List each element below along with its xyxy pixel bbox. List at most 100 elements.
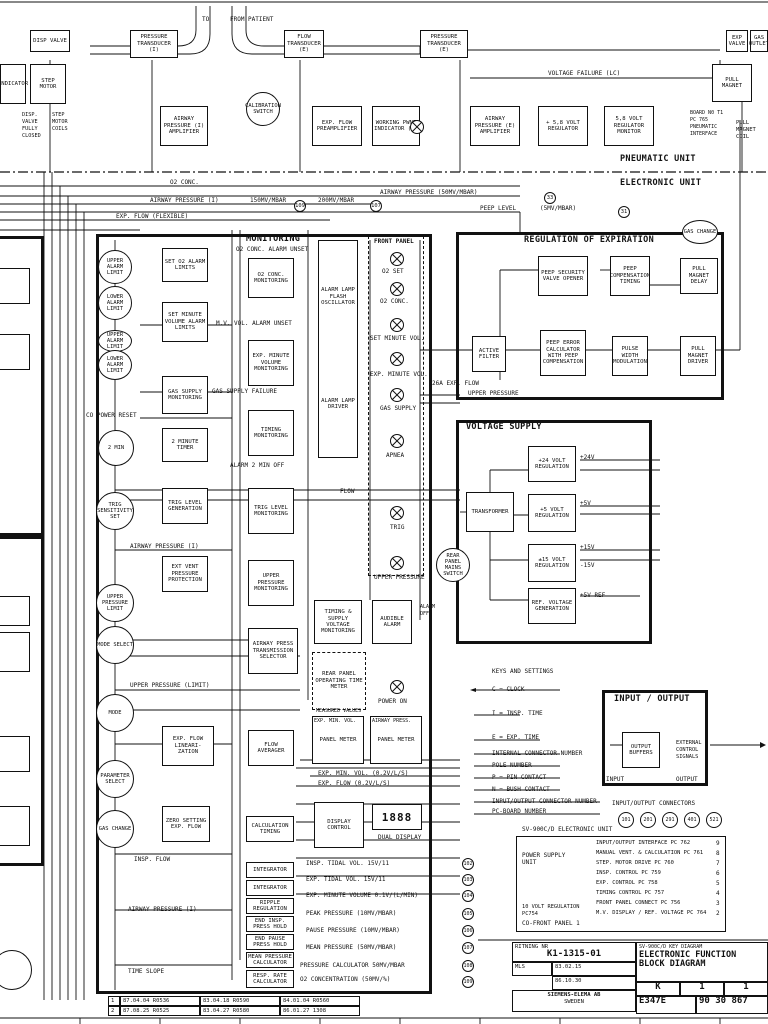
mean-pressure-calculator: MEAN PRESSURE CALCULATOR [246,952,294,968]
regulation-exp-flow-label: 26A EXP. FLOW [432,380,479,387]
board-num-3: 3 [716,900,720,907]
two-min-button[interactable]: 2 MIN [98,430,134,466]
io-ref-201: 201 [640,812,656,828]
lamp-apnea-label: APNEA [386,452,405,459]
rev-1-c: 84.01.04 R0560 [280,996,360,1006]
output-mean-pressure: MEAN PRESSURE (50mV/mbar) [306,944,397,951]
to-label: TO [202,16,210,23]
legend-insp-time: I = INSP. TIME [492,710,543,717]
type-text: SV-900C/D KEY DIAGRAM [639,944,703,950]
upper-alarm-limit-o2[interactable]: UPPER ALARM LIMIT [98,250,132,284]
airway-press-transmission-selector: AIRWAY PRESS TRANSMISSION SELECTOR [248,628,298,674]
peep-compensation-timing: PEEP COMPENSATION TIMING [610,256,650,296]
board-key-frame [516,836,726,932]
airway-press-label: AIRWAY PRESS. [372,718,412,724]
legend-exp-time: E = EXP. TIME [492,734,539,741]
drawing-number-cell: RITNING NR K1-1315-01 [512,942,636,962]
io-connectors-label: INPUT/OUTPUT CONNECTORS [612,800,696,807]
integrator-2: INTEGRATOR [246,880,294,896]
lamp-o2-conc-icon [390,282,404,296]
rev-1-num-text: 1 [111,998,115,1004]
lower-alarm-limit-o2[interactable]: LOWER ALARM LIMIT [98,286,132,320]
bus-exp-flow: EXP. FLOW (FLEXIBLE) [116,213,189,220]
output-pressure-calculator: PRESSURE CALCULATOR 50mV/mbar [300,962,405,969]
bus-peep-level: PEEP LEVEL [480,205,517,212]
rear-panel-mains-switch[interactable]: REAR PANEL MAINS SWITCH [436,548,470,582]
scale-cell: K [636,982,680,996]
bus-airway-pressure-50: AIRWAY PRESSURE (50mV/mbar) [380,189,478,196]
integrator-1: INTEGRATOR [246,862,294,878]
end-pause-press-hold: END PAUSE PRESS HOLD [246,934,294,950]
lamp-gas-supply-icon [390,388,404,402]
board-num-4: 4 [716,890,720,897]
out-ref-102: 102 [462,858,474,870]
pull-magnet-delay: PULL MAGNET DELAY [680,258,718,294]
front-panel-frame [368,236,424,576]
regulation-title: REGULATION OF EXPIRATION [524,235,655,245]
alarm-lamp-flash-oscillator: ALARM LAMP FLASH OSCILLATOR [321,287,355,307]
board-row-8: M.V. DISPLAY / REF. VOLTAGE PC 764 [596,910,707,916]
upper-pressure-limit[interactable]: UPPER PRESSURE LIMIT [96,584,134,622]
step-motor-coils-label: STEP MOTOR COILS [52,112,68,132]
parameter-select[interactable]: PARAMETER SELECT [96,760,134,798]
mode-switch-circle[interactable]: MODE [96,694,134,732]
disp-valve-closed-label: DISP. VALVE FULLY CLOSED [22,112,41,139]
out-ref-108: 108 [462,960,474,972]
gas-supply-monitoring: GAS SUPPLY MONITORING [162,376,208,414]
left-block-detector [0,268,30,304]
bus-ref-33: 33 [544,192,556,204]
regulation-15v: ±15 VOLT REGULATION [528,544,576,582]
bus-o2-conc: O2 CONC. [170,179,199,186]
lower-alarm-limit-mv[interactable]: LOWER ALARM LIMIT [98,350,132,380]
title-cell: SV-900C/D KEY DIAGRAM ELECTRONIC FUNCTIO… [636,942,768,982]
voltage-supply-frame [456,420,652,644]
lamp-exp-minute-vol-icon [390,352,404,366]
board-row-4: INSP. CONTROL PC 759 [596,870,661,876]
regulator-5-8-volt: + 5,8 VOLT REGULATOR [538,106,588,146]
output-insp-tidal: INSP. TIDAL VOL. 15V/11 [306,860,390,867]
indicator-block: INDICATOR [0,64,28,104]
monitoring-title: MONITORING [246,234,301,244]
legend-io-connector: INPUT/OUTPUT CONNECTOR NUMBER [492,798,597,805]
mode-select[interactable]: MODE SELECT [96,626,134,664]
exp-minute-volume-monitoring: EXP. MINUTE VOLUME MONITORING [248,340,294,386]
io-title: INPUT / OUTPUT [614,694,690,704]
regulation-frame [456,232,724,400]
upper-alarm-limit-mv[interactable]: UPPER ALARM LIMIT [98,330,132,352]
output-peak-pressure: PEAK PRESSURE (10mV/mbar) [306,910,397,917]
dual-display-label: DUAL DISPLAY [378,834,422,841]
power-on-lamp-icon [390,680,404,694]
pull-magnet-coil-label: PULL MAGNET COIL [736,120,756,140]
volt-5: +5V [580,500,591,507]
regulation-gas-change[interactable]: GAS CHANGE [682,220,718,244]
company-name: SIEMENS-ELEMA AB [547,992,601,998]
active-filter: ACTIVE FILTER [472,336,506,372]
board-key-title: SV-900C/D ELECTRONIC UNIT [522,826,613,833]
board-row-7: FRONT PANEL CONNECT PC 756 [596,900,681,906]
o2-conc-monitoring: O2 CONC. MONITORING [248,258,294,298]
end-insp-press-hold: END INSP. PRESS HOLD [246,916,294,932]
flow-transducer: FLOW TRANSDUCER (E) [284,30,324,58]
trig-sensitivity-set[interactable]: TRIG SENSITIVITY SET [96,492,134,530]
disp-valve: DISP VALVE [30,30,70,52]
board-volt-regulation: 10 VOLT REGULATION PC754 [522,904,580,917]
scale-value: K [655,982,661,992]
rev-2-c: 86.01.27 1308 [280,1006,360,1016]
bus-ref-109: 109 [294,200,306,212]
alarm-2-min-off-label: ALARM 2 MIN OFF [230,462,285,469]
lamp-gas-supply-label: GAS SUPPLY [380,405,417,412]
audible-alarm: AUDIBLE ALARM [372,600,412,644]
mv-alarm-unset-label: M.V. VOL. ALARM UNSET [216,320,292,327]
calibration-switch[interactable]: CALIBRATION SWITCH [245,92,281,126]
io-output-label: OUTPUT [676,776,698,783]
rev-2-num-text: 2 [111,1008,115,1014]
gas-change-circle[interactable]: GAS CHANGE [96,810,134,848]
company-cell: SIEMENS-ELEMA AB SWEDEN [512,990,636,1012]
sheet-cell: 1 [680,982,724,996]
exp-flow-preamplifier: EXP. FLOW PREAMPLIFIER [312,106,362,146]
lamp-exp-minute-vol-label: EXP. MINUTE VOL. [370,371,428,378]
rear-panel-frame: REAR PANEL OPERATING TIME METER [312,652,366,710]
monitoring-frame [96,234,432,994]
